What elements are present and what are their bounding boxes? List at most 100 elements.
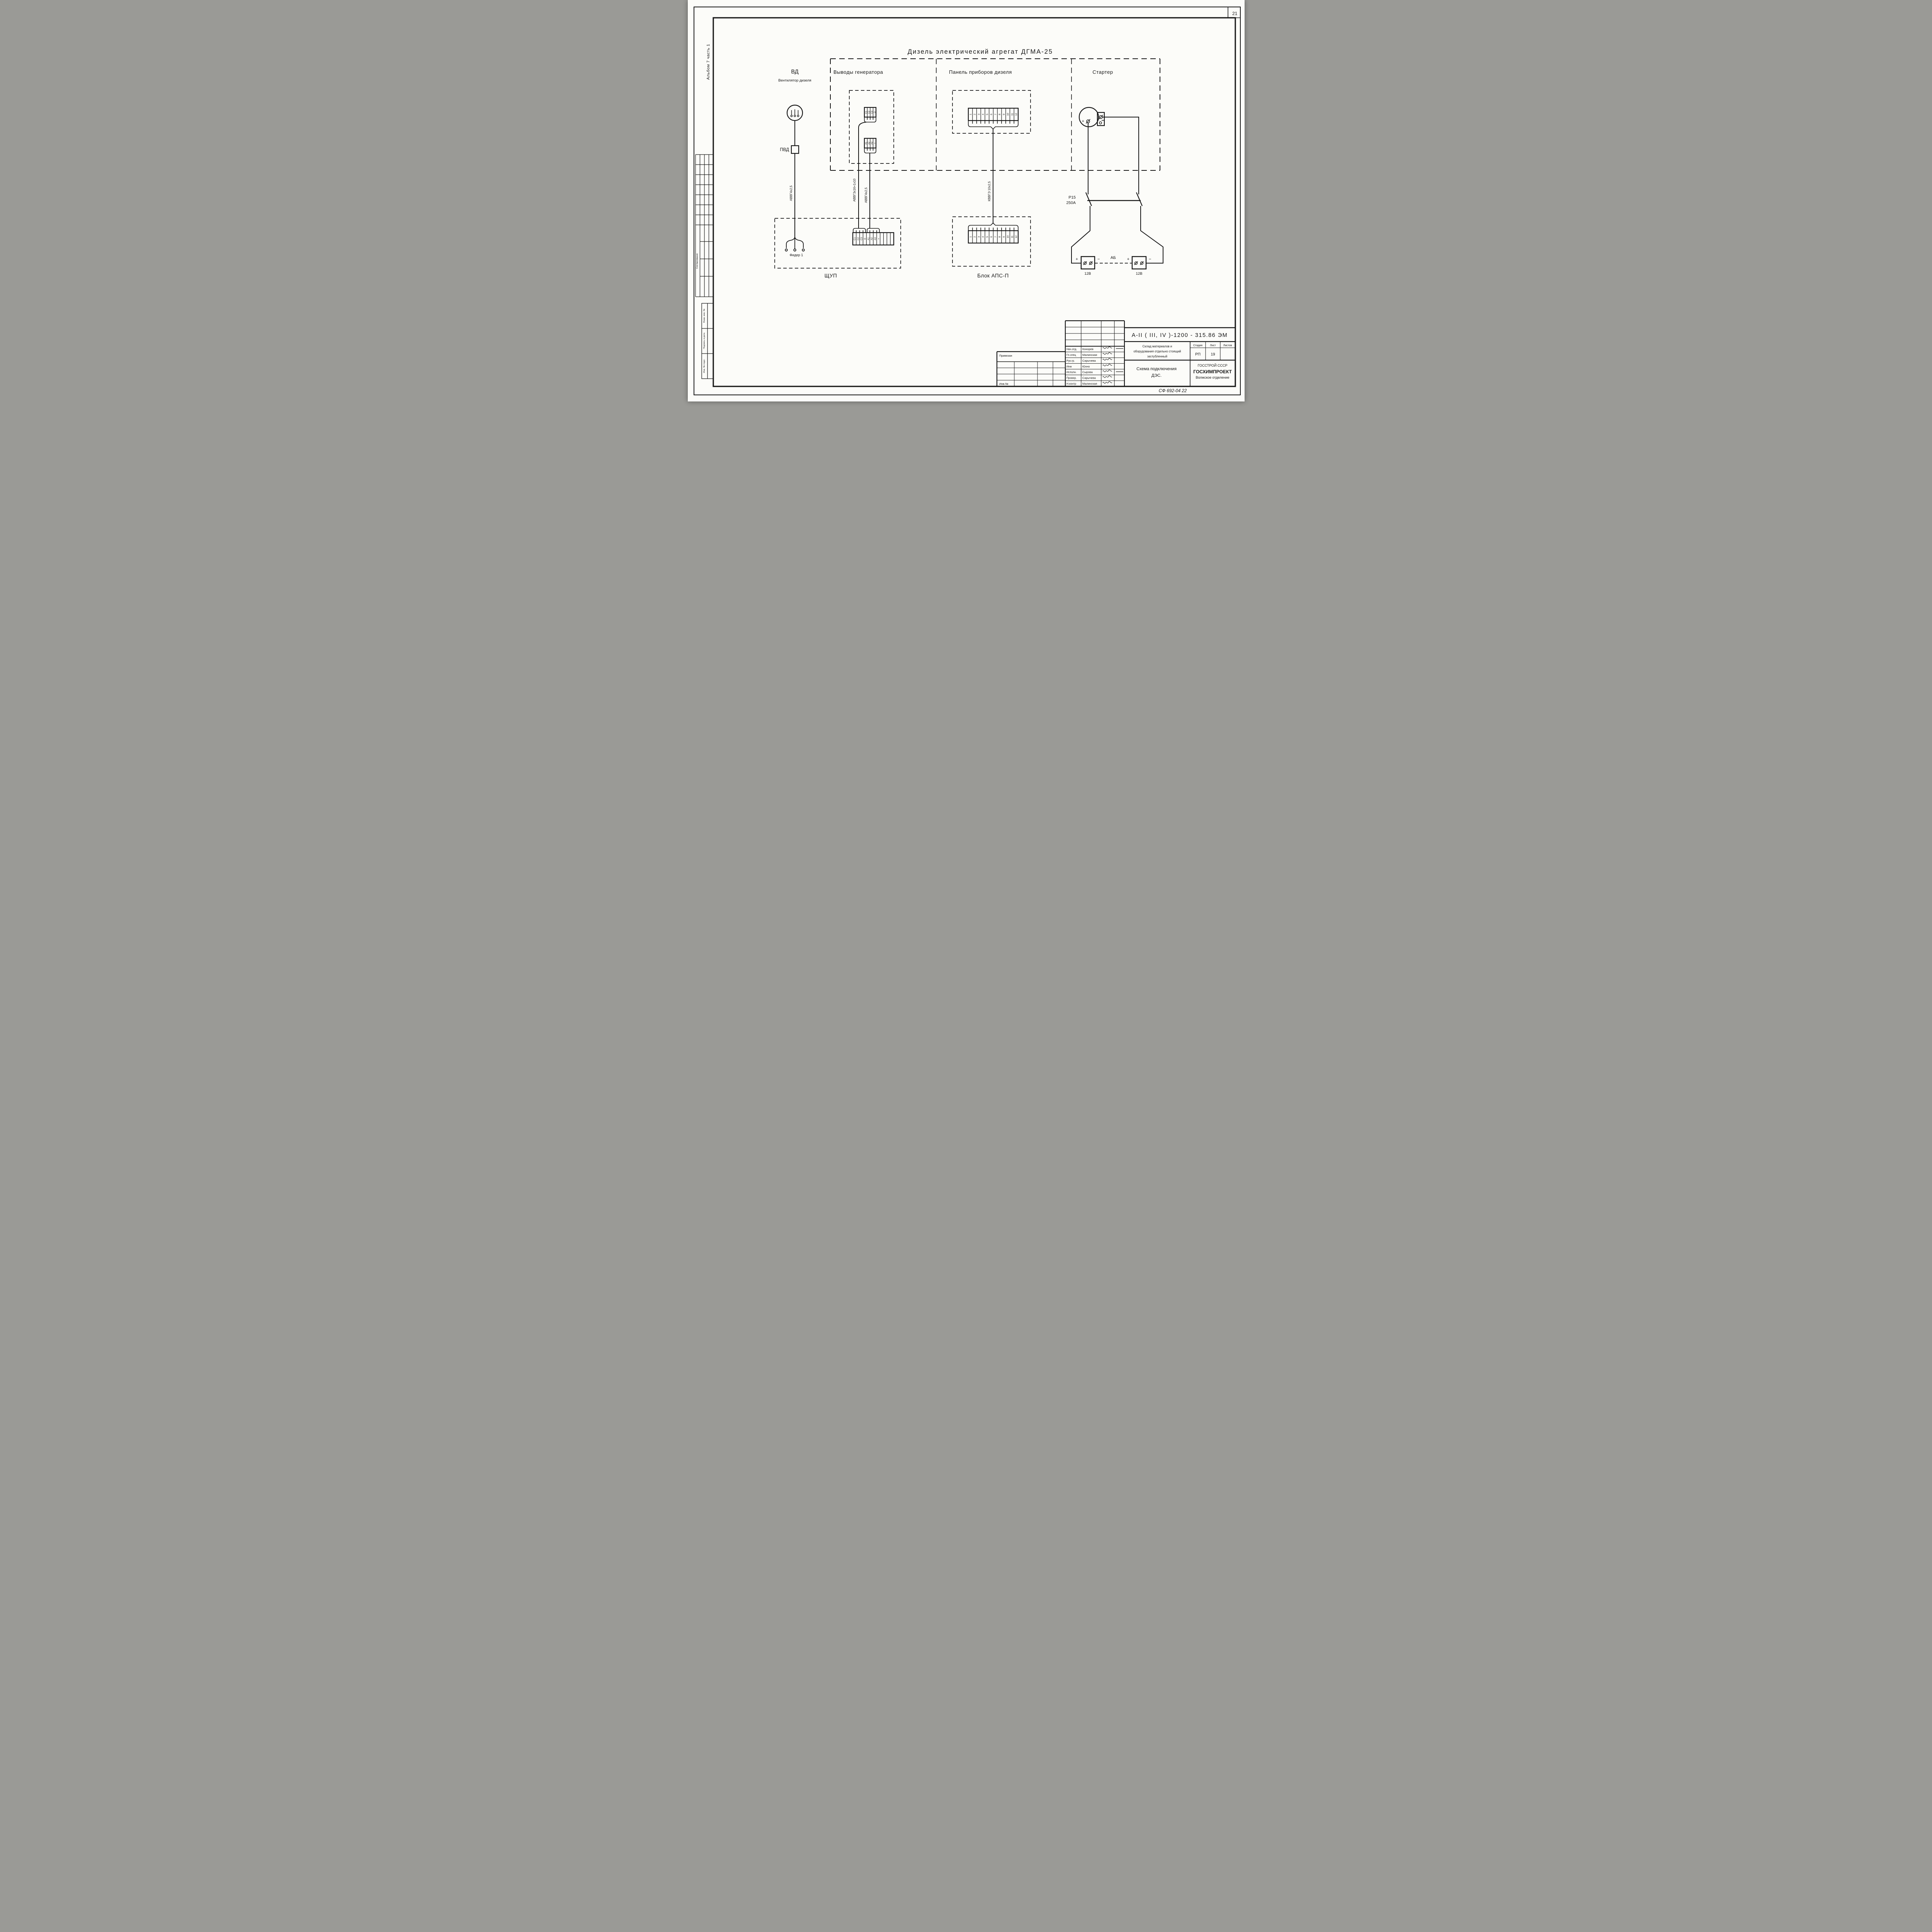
sheet-title-line: ДЭС. — [1151, 373, 1161, 378]
terminal-label: 9 — [1002, 236, 1005, 238]
wire — [858, 122, 866, 228]
wire — [1102, 117, 1139, 194]
terminal-label: 1 — [969, 114, 972, 115]
pvd-box — [791, 145, 799, 154]
org-line: ГОССТРОЙ СССР — [1197, 363, 1227, 367]
cable-label: АВВГ4х2,5 — [864, 187, 868, 203]
terminal-label: 12 — [1015, 235, 1018, 238]
inventory-label: Инв.№ — [999, 382, 1009, 386]
terminal-label: А2 — [871, 237, 873, 240]
terminal-label: А3 — [874, 237, 877, 240]
sheets-label: Листов — [1223, 344, 1232, 347]
terminal-label: 3 — [978, 114, 980, 115]
terminal-label: 2 — [973, 114, 976, 115]
terminal-label: А1 — [867, 237, 870, 240]
battery-voltage: 12В — [1136, 272, 1142, 276]
terminal-label: 1 — [969, 236, 972, 238]
vd-branch: ПВД АВВГ4х2,5 Фидер 1 — [780, 104, 805, 257]
sheet-title-line: Схема подключения — [1136, 367, 1177, 371]
archive-code: СФ 692-04 22 — [1158, 389, 1187, 393]
terminal-label: 8 — [998, 114, 1001, 115]
project-line: заглубленный — [1147, 355, 1167, 358]
terminal-label: С1 — [854, 237, 856, 240]
terminal-label: 10 — [1007, 113, 1009, 116]
terminal-dividers — [867, 107, 873, 117]
terminal-dividers — [867, 138, 873, 148]
pvd-label: ПВД — [780, 148, 789, 152]
stamp-row-label: Инв. № подл. — [703, 359, 706, 373]
terminal-label: С2 — [857, 237, 859, 240]
album-label: Альбом 7 часть 1 — [706, 44, 711, 80]
outer-border — [693, 7, 1241, 395]
terminal-label: А3 — [871, 141, 873, 145]
stage-label: Стадия — [1193, 344, 1202, 347]
role: Рук.гр. — [1066, 360, 1075, 362]
inner-frame — [712, 17, 1236, 387]
claw-connector — [968, 222, 1019, 231]
terminal-label: 8 — [998, 236, 1001, 238]
vd-connector-pins — [790, 109, 799, 117]
terminal-label: 9 — [1002, 114, 1005, 115]
generator-heading: Выводы генератора — [833, 69, 883, 75]
terminal-label: С1 — [865, 111, 867, 114]
terminal-label: А2 — [868, 141, 871, 145]
terminal-label: 11 — [1011, 113, 1014, 116]
sheet-frames — [693, 7, 1241, 395]
starter-minus-terminal — [1098, 114, 1104, 124]
terminal-label: 6 — [990, 114, 993, 115]
stamp-grid — [701, 303, 714, 379]
project-line: оборудования отдельно стоящий — [1133, 350, 1181, 353]
person-name: Сарычева — [1082, 359, 1096, 362]
feeder-label: Фидер 1 — [789, 253, 803, 257]
page-number: 21 — [1232, 11, 1238, 16]
terminal-label: С3 — [871, 111, 873, 114]
switch-blade — [1136, 192, 1143, 206]
terminal-label: А1 — [865, 141, 867, 145]
panel-dashed-box — [952, 90, 1031, 134]
terminal-dividers — [972, 231, 1014, 243]
terminal-label: С2 — [868, 111, 871, 114]
shup-section: С1 С2 С3 О А1 А2 А3 + ЩУП — [774, 218, 901, 279]
switch-label: Р15 — [1068, 195, 1076, 200]
person-name: Сырова — [1082, 371, 1093, 374]
starter-plus-terminal — [1085, 119, 1090, 124]
generator-section: С1 С2 С3 О А1 А2 А3 + АВВГ3х16+1х10 АВВГ… — [849, 90, 894, 228]
document-number: А-II ( III, IV )-1200 - 315.86 ЭМ — [1131, 332, 1228, 338]
stamp-row-label: Подпись и дата — [703, 332, 706, 349]
terminal-label: 4 — [982, 236, 985, 238]
terminal-dividers — [855, 233, 891, 245]
cable-label: АВВГ4х2,5 — [789, 185, 793, 201]
starter-heading: Стартер — [1092, 69, 1113, 75]
sheet-value: 19 — [1211, 352, 1215, 357]
diagram-title: Дизель электрический агрегат ДГМА-25 — [907, 48, 1053, 55]
person-name: Конорев — [1082, 347, 1094, 351]
shup-label: ЩУП — [824, 273, 837, 279]
battery-box — [1131, 256, 1146, 270]
feeder-trident — [784, 236, 805, 252]
sheet-label: Лист — [1210, 344, 1216, 347]
vd-abbr: ВД — [791, 69, 798, 75]
aps-label: Блок АПС-П — [977, 273, 1009, 279]
claw-connector — [968, 121, 1019, 130]
starter-circle — [1078, 107, 1099, 128]
claw-connector — [852, 228, 880, 233]
terminal-label: О — [864, 238, 866, 240]
terminal-label: 6 — [990, 236, 993, 238]
org-line: Волжское отделение — [1196, 376, 1229, 379]
starter-section: + Р15 250А + — [1066, 107, 1163, 276]
signatures — [1102, 346, 1123, 384]
claw-connector — [864, 148, 876, 153]
minus-sign: − — [1149, 257, 1151, 262]
stage-value: РП — [1195, 352, 1201, 357]
terminal-label: С3 — [861, 237, 863, 240]
terminal-label: + — [874, 142, 876, 144]
schematic-canvas: 21 Альбом 7 часть 1 Согласовано: Взам. и… — [693, 7, 1241, 395]
minus-sign: − — [1097, 257, 1100, 262]
drawing-sheet: 21 Альбом 7 часть 1 Согласовано: Взам. и… — [687, 0, 1245, 401]
knife-switch — [1085, 192, 1143, 206]
terminal-label: 7 — [994, 236, 997, 238]
terminal-label: 3 — [978, 236, 980, 238]
terminal-dividers — [972, 108, 1014, 121]
title-block: А-II ( III, IV )-1200 - 315.86 ЭМ Нач.от… — [996, 320, 1235, 393]
battery-box — [1080, 256, 1095, 270]
